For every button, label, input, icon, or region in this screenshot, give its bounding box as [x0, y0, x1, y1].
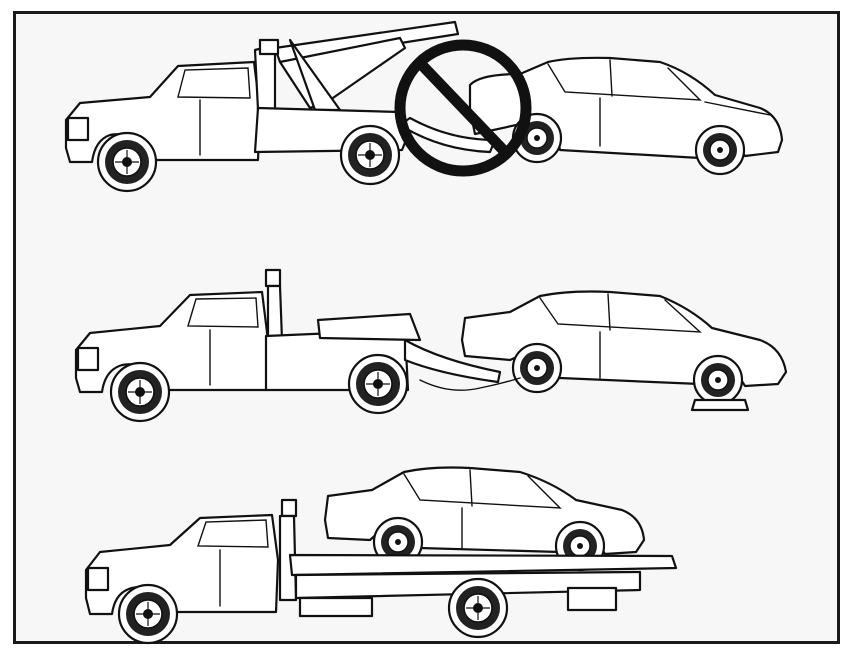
- beacon-light: [266, 270, 280, 286]
- towed-car-on-dollies: [462, 292, 786, 411]
- sling-tow-scene: [66, 22, 782, 191]
- flatbed-tow-scene: [86, 468, 676, 644]
- wheel-lift-truck: [76, 270, 520, 421]
- wheel-dolly: [692, 400, 748, 410]
- dolly-tow-scene: [76, 270, 786, 421]
- beacon-light: [282, 500, 296, 516]
